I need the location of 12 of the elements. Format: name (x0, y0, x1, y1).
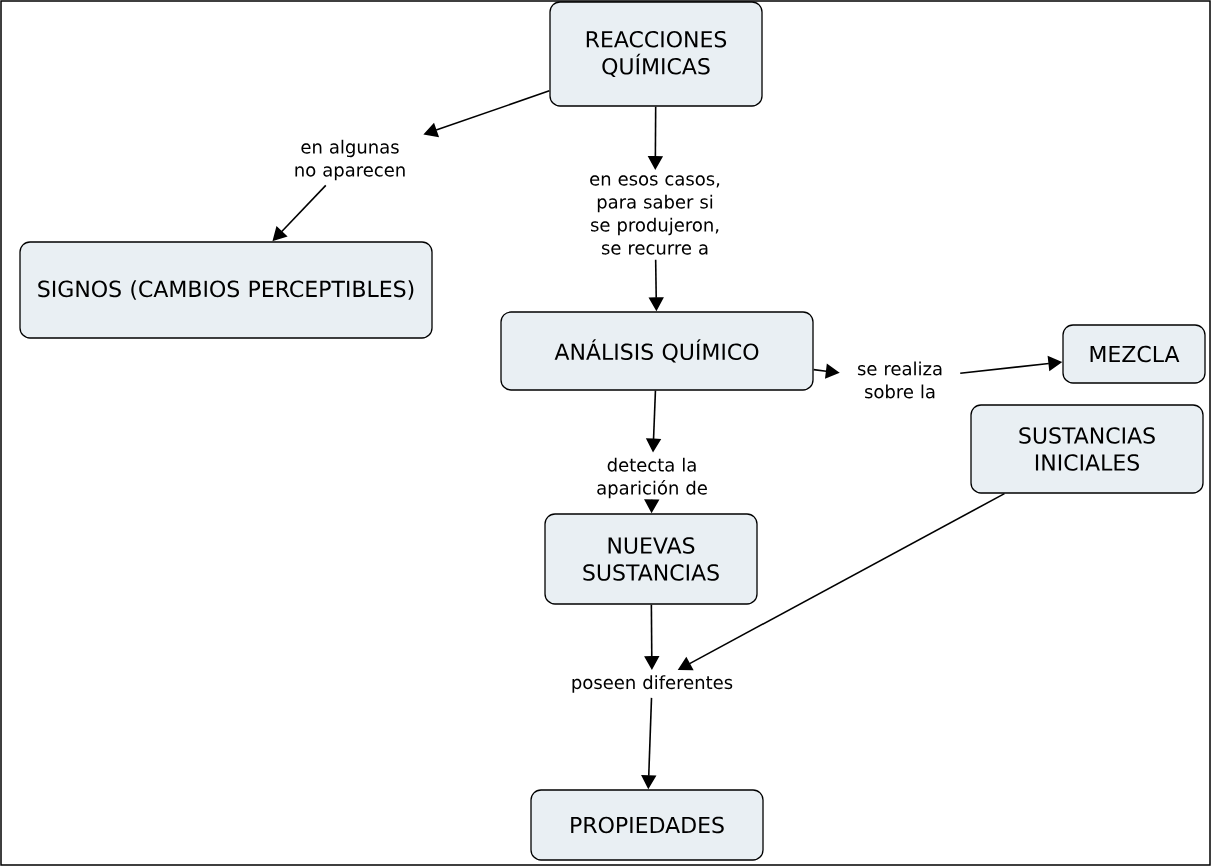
linking-phrase: detecta la aparición de (597, 457, 707, 499)
concept-box: ANÁLISIS QUÍMICO (500, 311, 814, 391)
concept-box: MEZCLA (1062, 324, 1206, 384)
linking-phrase: poseen diferentes (572, 675, 733, 693)
concept-box: NUEVAS SUSTANCIAS (544, 513, 758, 605)
linking-phrase: se realiza sobre la (857, 361, 942, 399)
concept-box: PROPIEDADES (530, 789, 764, 861)
concept-box: REACCIONES QUÍMICAS (549, 1, 763, 107)
concept-box: SUSTANCIAS INICIALES (970, 404, 1204, 494)
linking-phrase: en algunas no aparecen (295, 139, 405, 181)
linking-phrase: en esos casos, para saber si se produjeron, se recurre a (590, 175, 720, 255)
concept-box: SIGNOS (CAMBIOS PERCEPTIBLES) (19, 241, 433, 339)
